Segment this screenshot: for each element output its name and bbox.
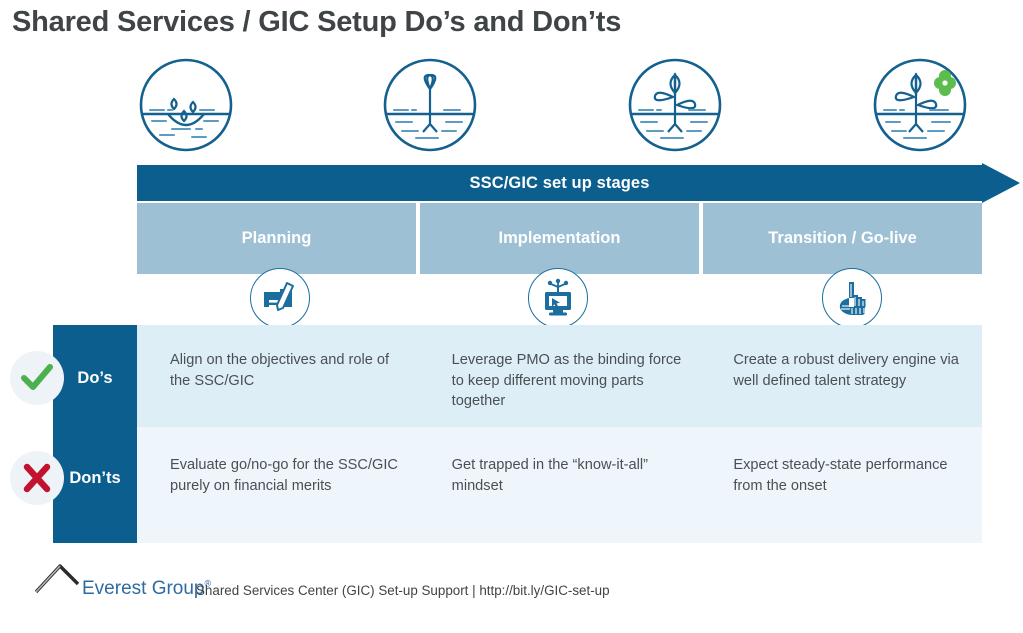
stage-label-planning: Planning: [241, 229, 312, 247]
cell-dos-implementation: Leverage PMO as the binding force to kee…: [419, 325, 701, 427]
cell-donts-planning: Evaluate go/no-go for the SSC/GIC purely…: [137, 427, 419, 543]
check-icon: [10, 351, 64, 405]
table-row-donts: Evaluate go/no-go for the SSC/GIC purely…: [137, 427, 982, 543]
stage-arrow-label: SSC/GIC set up stages: [469, 174, 650, 192]
cell-dos-transition: Create a robust delivery engine via well…: [700, 325, 982, 427]
footer: Everest Group® Shared Services Center (G…: [34, 562, 994, 602]
cross-icon: [10, 451, 64, 505]
cell-text: Expect steady-state performance from the…: [733, 457, 948, 494]
pen-folder-icon: [250, 268, 310, 328]
cell-text: Leverage PMO as the binding force to kee…: [451, 352, 682, 410]
stage-arrow-banner: [137, 163, 1020, 203]
row-label-dos: Do’s: [77, 369, 113, 387]
table-row-dos: Align on the objectives and role of the …: [137, 325, 982, 427]
flowering-plant-icon: [872, 57, 968, 153]
stage-label-transition-golive: Transition / Go-live: [768, 229, 917, 247]
page-title: Shared Services / GIC Setup Do’s and Don…: [12, 6, 622, 38]
row-label-donts: Don’ts: [69, 469, 121, 487]
cell-donts-implementation: Get trapped in the “know-it-all” mindset: [419, 427, 701, 543]
seedling-icon: [627, 57, 723, 153]
row-label-column: Do’s Don’ts: [53, 325, 137, 543]
cell-text: Get trapped in the “know-it-all” mindset: [451, 457, 648, 494]
registered-trademark-icon: ®: [204, 578, 212, 589]
cell-dos-planning: Align on the objectives and role of the …: [137, 325, 419, 427]
stage-header-row: Planning Implementation Transition / Go-…: [137, 203, 982, 274]
footer-brand: Everest Group®: [82, 578, 211, 600]
footer-note: Shared Services Center (GIC) Set-up Supp…: [196, 583, 610, 598]
cell-text: Create a robust delivery engine via well…: [733, 352, 959, 389]
seed-in-soil-icon: [138, 57, 234, 153]
everest-group-logo-icon: [34, 562, 94, 601]
stage-cell-implementation[interactable]: Implementation: [420, 203, 699, 274]
stage-cell-planning[interactable]: Planning: [137, 203, 416, 274]
pointing-hand-icon: [822, 268, 882, 328]
footer-brand-text: Everest Group: [82, 578, 205, 599]
stage-label-implementation: Implementation: [498, 229, 621, 247]
stage-cell-transition-golive[interactable]: Transition / Go-live: [703, 203, 982, 274]
cell-text: Evaluate go/no-go for the SSC/GIC purely…: [170, 457, 398, 494]
sprout-icon: [382, 57, 478, 153]
cell-donts-transition: Expect steady-state performance from the…: [700, 427, 982, 543]
cell-text: Align on the objectives and role of the …: [170, 352, 390, 389]
computer-setup-icon: [528, 268, 588, 328]
